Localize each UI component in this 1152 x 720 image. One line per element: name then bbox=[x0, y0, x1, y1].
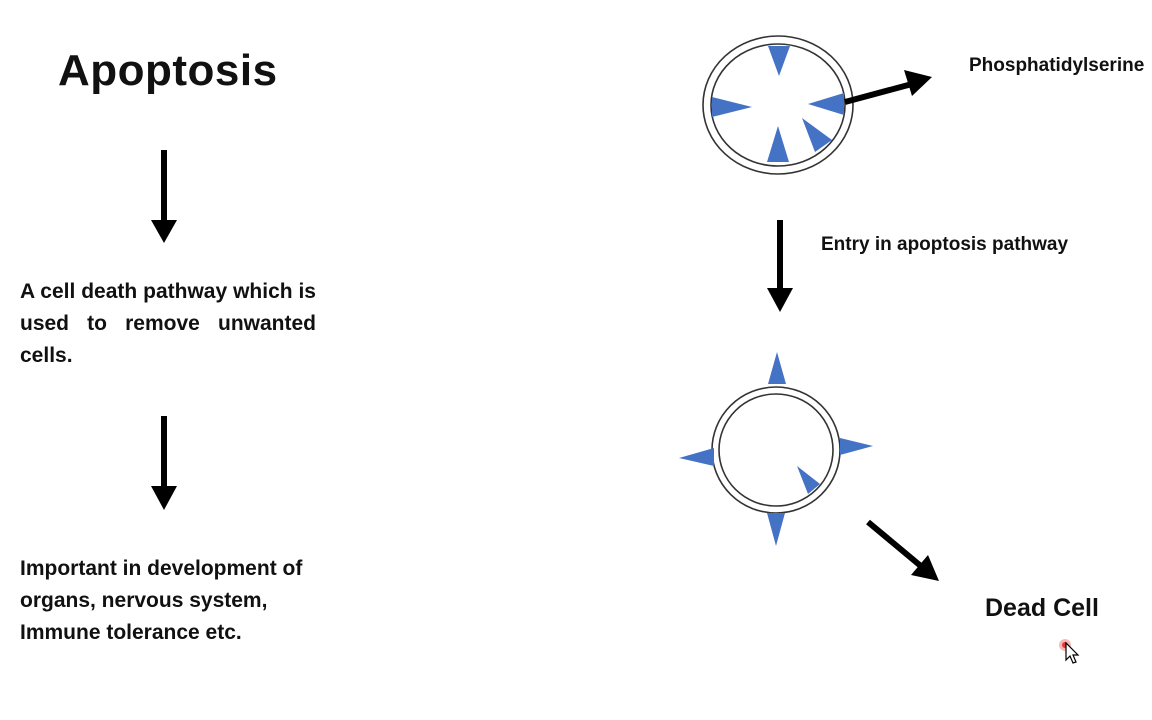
definition-text: A cell death pathway which is used to re… bbox=[20, 280, 316, 367]
step-label: Entry in apoptosis pathway bbox=[821, 234, 1069, 255]
diagonal-arrow-icon bbox=[844, 70, 932, 105]
importance-text: Important in development of organs, nerv… bbox=[20, 557, 303, 644]
phosphatidylserine-label: Phosphatidylserine bbox=[969, 55, 1145, 76]
down-arrow-icon bbox=[767, 220, 793, 312]
diagonal-arrow-icon bbox=[866, 519, 939, 581]
cursor-icon bbox=[1059, 639, 1080, 664]
phosphatidylserine-marker bbox=[679, 352, 873, 546]
healthy-cell bbox=[702, 35, 854, 175]
dead-cell-label: Dead Cell bbox=[985, 594, 1099, 622]
down-arrow-icon bbox=[151, 150, 177, 243]
apoptotic-cell bbox=[679, 352, 873, 546]
phosphatidylserine-marker bbox=[712, 46, 844, 162]
down-arrow-icon bbox=[151, 416, 177, 510]
page-title: Apoptosis bbox=[58, 46, 278, 95]
